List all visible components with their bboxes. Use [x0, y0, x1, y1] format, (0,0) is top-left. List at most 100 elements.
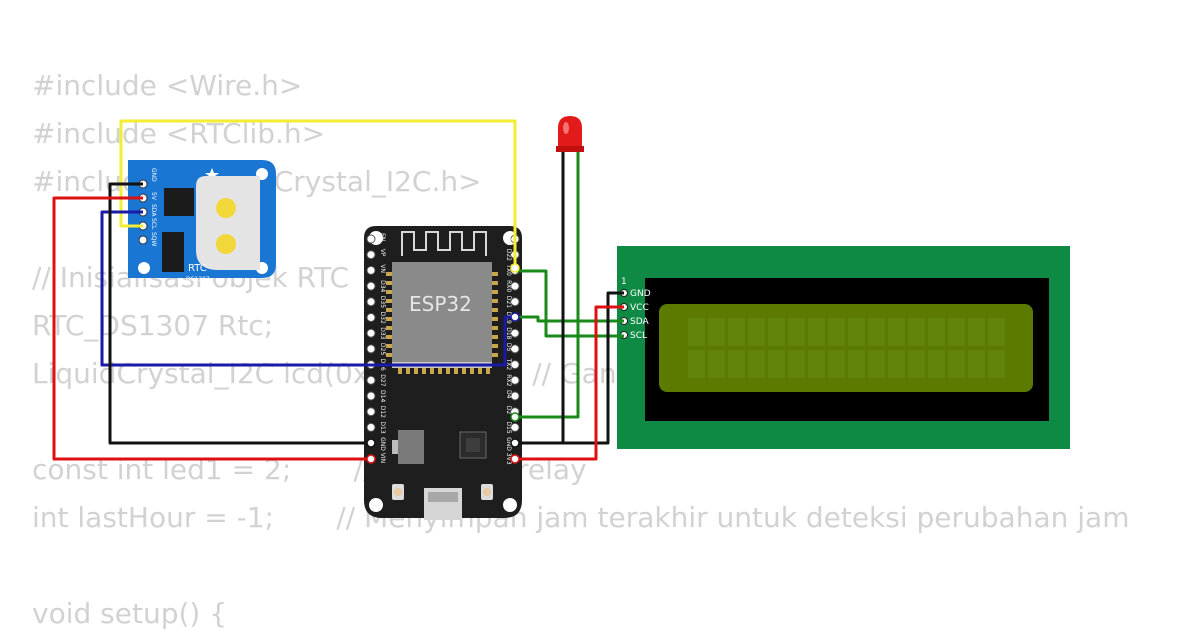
esp32-left-header[interactable]: ENVPVND34D35D32D33D25D26D27D14D12D13GNDV…: [366, 233, 386, 464]
lcd-char-cell: [888, 318, 905, 346]
module-pad: [492, 353, 498, 357]
module-pad: [492, 317, 498, 321]
pin-vin[interactable]: [366, 454, 376, 464]
esp32-pin-d32[interactable]: [366, 313, 376, 322]
lcd-screen: [659, 304, 1033, 392]
code-line: #include <RTClib.h>: [32, 117, 326, 150]
esp32-pin-label: GND: [505, 437, 512, 451]
esp32-pin-label: D35: [379, 296, 386, 308]
lcd-char-cell: [868, 350, 885, 378]
module-pad: [386, 290, 392, 294]
esp32-pin-d27[interactable]: [366, 375, 376, 385]
battery-contact: [216, 234, 236, 254]
esp32-pin-label: D13: [379, 421, 386, 433]
esp32-pin-label: D33: [379, 327, 386, 339]
wire-green-scl[interactable]: [515, 269, 624, 338]
lcd-char-cell: [788, 318, 805, 346]
code-line: #include <Wire.h>: [32, 69, 303, 102]
wire-yellow-scl[interactable]: [119, 119, 517, 268]
led-rim: [556, 146, 584, 152]
esp32-pin-d14[interactable]: [366, 391, 376, 401]
esp32-pin-label: D18: [505, 327, 512, 339]
wire-black-gnd[interactable]: [108, 182, 371, 445]
esp32-module-pads: [386, 272, 498, 374]
lcd-pin-label: VCC: [630, 303, 649, 313]
esp32-pin-d4[interactable]: [510, 391, 520, 401]
esp32-board[interactable]: ESP32 ENVPVND34D35D32D33D25D26D27D14D12D…: [364, 226, 522, 520]
wires: [52, 119, 624, 461]
rtc-module[interactable]: RTC DS1307 GND 5V SDA SCL SQW: [128, 160, 276, 283]
pin-gnd-right[interactable]: [510, 438, 520, 448]
esp32-pin-d18[interactable]: [510, 328, 520, 338]
lcd-char-cell: [828, 318, 845, 346]
esp32-pin-rx2[interactable]: [510, 375, 520, 385]
lcd-char-cell: [868, 318, 885, 346]
esp32-pin-d33[interactable]: [366, 328, 376, 338]
esp32-pin-d34[interactable]: [366, 281, 376, 291]
wire-green-led[interactable]: [515, 152, 580, 419]
module-pad: [386, 317, 392, 321]
pin-d21[interactable]: [510, 312, 520, 322]
lcd-char-cell: [988, 350, 1005, 378]
wire-black-led-gnd[interactable]: [515, 152, 565, 445]
lcd-module[interactable]: 1 GND VCC SDA SCL: [617, 246, 1070, 449]
esp32-pin-d13[interactable]: [366, 422, 376, 432]
lcd-pin1-label: 1: [621, 277, 627, 287]
lcd-char-cell: [908, 318, 925, 346]
lcd-char-cell: [968, 318, 985, 346]
esp32-pin-label: D21: [505, 296, 512, 308]
rtc-pin-sqw[interactable]: [138, 235, 148, 245]
rtc-chip: [164, 188, 194, 216]
rtc-mount-hole: [138, 262, 150, 274]
lcd-char-cell: [828, 350, 845, 378]
wire-red-lcd-vcc[interactable]: [515, 305, 624, 461]
esp32-pin-en[interactable]: [366, 234, 376, 244]
esp32-pin-tx2[interactable]: [510, 360, 520, 370]
esp32-pin-d5[interactable]: [510, 344, 520, 354]
module-pad: [454, 368, 458, 374]
lcd-char-cell: [908, 350, 925, 378]
module-pad: [406, 368, 410, 374]
esp32-mount-hole: [369, 498, 383, 512]
esp32-pin-label: VN: [379, 264, 386, 273]
wire-green-sda[interactable]: [515, 315, 624, 323]
esp32-pin-label: D2: [505, 406, 512, 415]
esp32-pin-d21[interactable]: [510, 297, 520, 307]
code-line: RTC_DS1307 Rtc;: [32, 309, 274, 342]
lcd-char-cell: [708, 350, 725, 378]
pin-d22[interactable]: [510, 263, 520, 273]
pin-d2[interactable]: [510, 412, 520, 422]
lcd-char-cell: [708, 318, 725, 346]
lcd-char-cell: [808, 318, 825, 346]
esp32-pin-d25[interactable]: [366, 344, 376, 354]
wire-black-lcd-gnd[interactable]: [515, 291, 624, 445]
esp32-pin-label: D12: [379, 406, 386, 418]
esp32-pin-d12[interactable]: [366, 407, 376, 417]
esp32-pin-label: D27: [379, 374, 386, 386]
battery-holder: [196, 176, 260, 270]
lcd-char-cell: [948, 318, 965, 346]
module-pad: [492, 326, 498, 330]
lcd-pin-label: SDA: [630, 317, 649, 327]
code-line: void setup() {: [32, 597, 228, 630]
lcd-char-cell: [688, 350, 705, 378]
wifi-antenna-trace: [401, 231, 487, 256]
esp32-pin-label: D22: [505, 249, 512, 261]
wire-endpoints: [366, 263, 520, 464]
pin-3v3[interactable]: [510, 454, 520, 464]
esp32-pin-label: RX0: [505, 280, 512, 292]
esp32-pin-label: EN: [379, 233, 386, 241]
led[interactable]: [556, 116, 584, 152]
esp32-pin-rx0[interactable]: [510, 281, 520, 291]
module-pad: [386, 353, 392, 357]
esp32-pin-vp[interactable]: [366, 250, 376, 260]
esp32-pin-vn[interactable]: [366, 265, 376, 275]
esp32-pin-d15[interactable]: [510, 422, 520, 432]
esp32-pin-label: D34: [379, 280, 386, 292]
esp32-pin-d35[interactable]: [366, 297, 376, 307]
lcd-char-cell: [968, 350, 985, 378]
pin-gnd-left[interactable]: [366, 438, 376, 448]
rtc-pin-label: SQW: [150, 232, 157, 247]
wire-red-vin[interactable]: [52, 196, 371, 461]
